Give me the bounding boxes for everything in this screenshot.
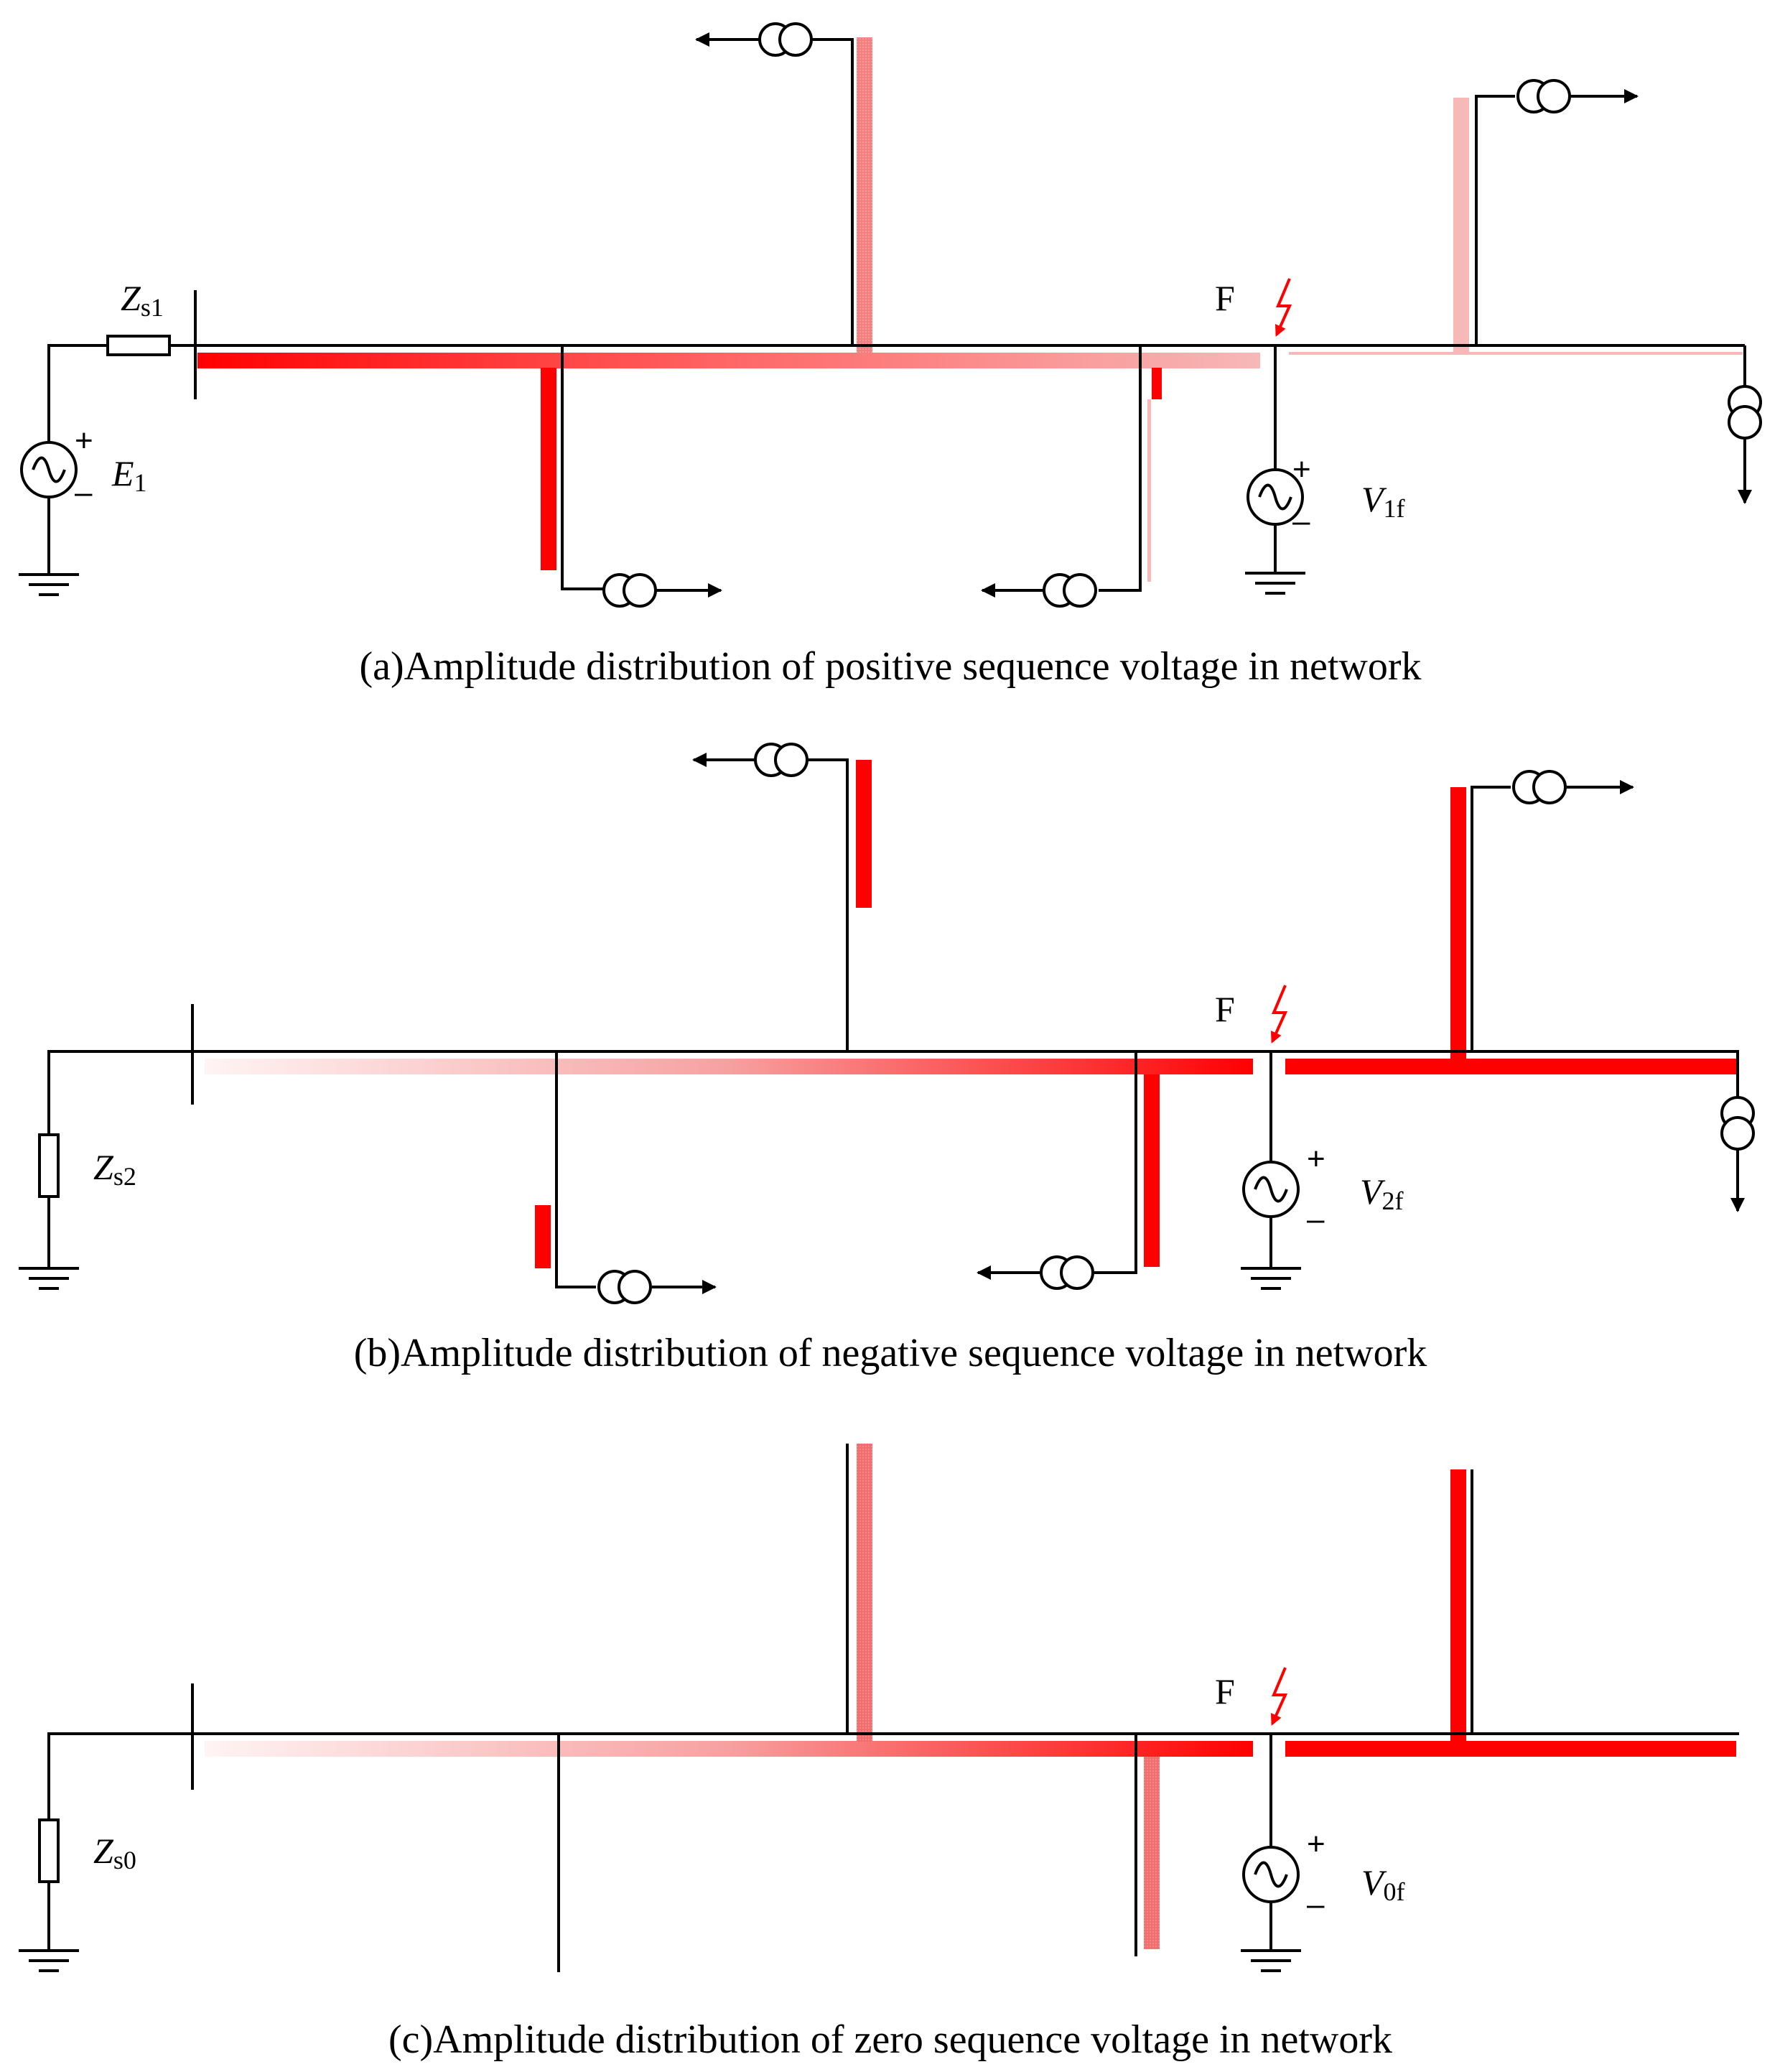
voltage-bar-right-a <box>1289 352 1743 355</box>
fault-source-label-c: V0f <box>1361 1862 1405 1906</box>
voltage-bar-branch3-b <box>1144 1074 1160 1267</box>
plus-sign: + <box>1307 1826 1325 1862</box>
voltage-bar-branch1-b <box>535 1205 551 1268</box>
transformer-icon <box>754 743 809 777</box>
main-bus-c <box>47 1732 1739 1820</box>
transformer-icon <box>1043 573 1097 608</box>
ground-icon <box>17 573 80 596</box>
source-label-a: E1 <box>111 453 147 497</box>
transformer-icon <box>758 22 813 57</box>
voltage-bar-branch1-a <box>541 368 556 570</box>
ground-icon <box>1239 1949 1303 1972</box>
caption-b: (b)Amplitude distribution of negative se… <box>354 1331 1427 1375</box>
transformer-icon <box>1512 770 1567 804</box>
voltage-bar-branch4-c <box>1450 1469 1466 1742</box>
plus-sign: + <box>75 423 93 458</box>
voltage-bar-branch3b-a <box>1147 399 1151 582</box>
transformer-icon <box>1728 385 1762 440</box>
voltage-bar-main-c <box>205 1741 1253 1757</box>
transformer-icon <box>597 1270 652 1304</box>
transformer-icon <box>1720 1096 1755 1151</box>
voltage-bar-right-b <box>1285 1059 1736 1074</box>
voltage-bar-branch3-c <box>1144 1757 1160 1949</box>
source-wire-a <box>47 344 108 477</box>
transformer-icon <box>602 573 657 608</box>
ground-icon <box>17 1267 80 1290</box>
ground-icon <box>1239 1267 1303 1290</box>
voltage-bar-branch2-b <box>856 760 872 908</box>
resistor-icon <box>106 335 171 356</box>
voltage-bar-branch3-a <box>1152 368 1162 399</box>
ac-source-icon <box>1242 1846 1300 1903</box>
fault-label-a: F <box>1215 278 1235 318</box>
voltage-bar-branch4-a <box>1453 98 1469 353</box>
voltage-bar-branch2-c <box>857 1444 872 1742</box>
voltage-bar-main-b <box>205 1059 1253 1074</box>
plus-sign: + <box>1307 1141 1325 1176</box>
fault-lightning-icon <box>1277 279 1290 335</box>
fault-source-label-b: V2f <box>1360 1171 1404 1215</box>
fault-lightning-icon <box>1272 1668 1285 1724</box>
impedance-label-a: Zs1 <box>121 278 164 322</box>
panel-a: Zs1 + – E1 F + – V1f (a)Amplitude distri… <box>17 22 1762 689</box>
voltage-bar-right-c <box>1285 1741 1736 1757</box>
minus-sign: – <box>1307 1887 1325 1922</box>
fault-label-c: F <box>1215 1671 1235 1711</box>
fault-lightning-icon <box>1272 985 1285 1041</box>
impedance-label-b: Zs2 <box>93 1147 136 1191</box>
voltage-bar-branch2-a <box>857 37 872 353</box>
minus-sign: – <box>75 475 93 510</box>
ac-source-icon <box>1242 1161 1300 1218</box>
transformer-icon <box>1040 1255 1094 1290</box>
transformer-icon <box>1516 79 1571 113</box>
resistor-icon <box>38 1133 60 1198</box>
resistor-icon <box>38 1818 60 1883</box>
panel-c: Zs0 F + – V0f (c)Amplitude distribution … <box>17 1444 1739 2062</box>
ground-icon <box>1244 572 1307 595</box>
ac-source-icon <box>20 441 78 498</box>
ground-icon <box>17 1949 80 1972</box>
voltage-bar-main-a <box>197 353 1260 368</box>
caption-c: (c)Amplitude distribution of zero sequen… <box>388 2017 1392 2062</box>
voltage-bar-branch4-b <box>1450 787 1466 1060</box>
minus-sign: – <box>1307 1202 1325 1237</box>
impedance-label-c: Zs0 <box>93 1831 136 1874</box>
panel-b: Zs2 F + – V2f (b)Amplitude distribution … <box>17 743 1755 1375</box>
caption-a: (a)Amplitude distribution of positive se… <box>360 644 1422 689</box>
minus-sign: – <box>1292 503 1310 539</box>
fault-label-b: F <box>1215 989 1235 1029</box>
plus-sign: + <box>1292 452 1311 487</box>
fault-source-label-a: V1f <box>1361 479 1405 523</box>
